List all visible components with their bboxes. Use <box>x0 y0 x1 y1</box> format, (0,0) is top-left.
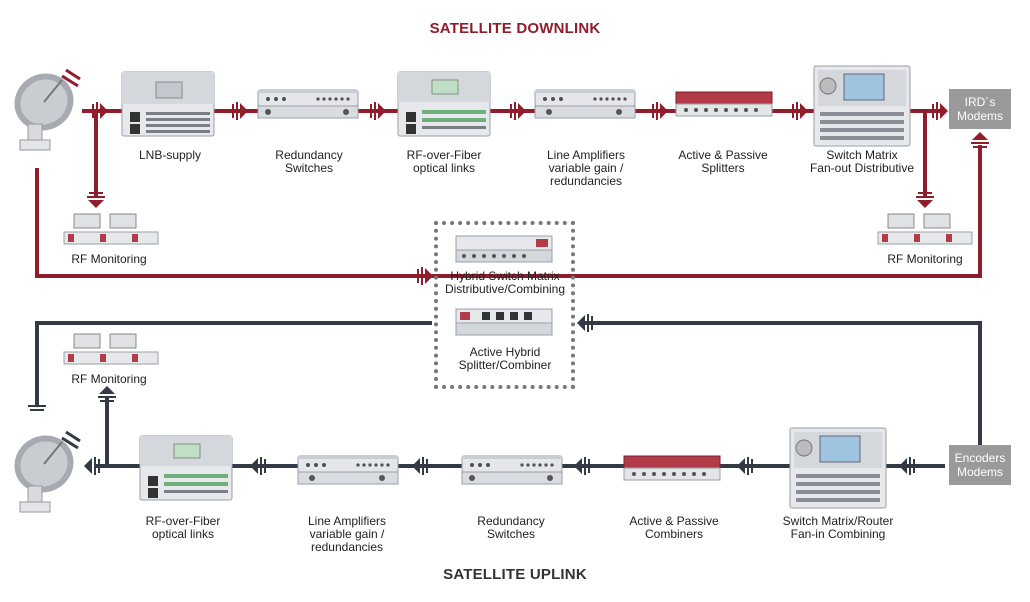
splitter-unit-icon <box>675 91 773 117</box>
rf-monitoring-label-left-bottom: RF Monitoring <box>71 372 147 386</box>
active-hybrid-splitter-icon <box>455 308 553 336</box>
line-amplifier-unit-icon <box>534 89 636 119</box>
satellite-dish-icon <box>14 68 81 151</box>
uplink-label-switch-matrix-router: Switch Matrix/Router Fan-in Combining <box>782 514 894 541</box>
downlink-label-redundancy-switches: Redundancy Switches <box>275 148 343 175</box>
hybrid-switch-matrix-label: Hybrid Switch Matrix Distributive/Combin… <box>444 269 566 296</box>
uplink-arrow-markers <box>28 314 915 475</box>
uplink-label-combiners: Active & Passive Combiners <box>629 514 719 541</box>
downlink-label-splitters: Active & Passive Splitters <box>678 148 768 175</box>
line-amplifier-unit-icon <box>297 455 399 485</box>
rf-monitoring-units-icon <box>63 213 159 245</box>
rf-monitoring-label-left-top: RF Monitoring <box>71 252 147 266</box>
redundancy-switch-unit-icon <box>257 89 359 119</box>
rf-monitoring-units-icon <box>877 213 973 245</box>
uplink-label-rf-over-fiber: RF-over-Fiber optical links <box>145 514 221 541</box>
rf-monitoring-label-right-top: RF Monitoring <box>887 252 963 266</box>
downlink-title: SATELLITE DOWNLINK <box>429 20 601 37</box>
encoders-modems-box: Encoders Modems <box>949 445 1011 485</box>
rf-over-fiber-rack-icon <box>139 435 233 501</box>
hybrid-components-dotted-box <box>434 221 575 389</box>
uplink-title: SATELLITE UPLINK <box>443 566 587 583</box>
uplink-label-line-amplifiers: Line Amplifiers variable gain / redundan… <box>307 514 387 554</box>
rf-over-fiber-rack-icon <box>397 71 491 137</box>
satellite-dish-icon <box>14 430 81 513</box>
downlink-label-lnb-supply: LNB-supply <box>138 148 202 162</box>
downlink-arrow-markers <box>87 102 989 285</box>
hybrid-switch-matrix-icon <box>455 235 553 263</box>
downlink-label-rf-over-fiber: RF-over-Fiber optical links <box>406 148 482 175</box>
combiner-unit-icon <box>623 455 721 481</box>
rf-monitoring-units-icon <box>63 333 159 365</box>
redundancy-switch-unit-icon <box>461 455 563 485</box>
switch-matrix-rack-icon <box>789 427 887 509</box>
downlink-label-line-amplifiers: Line Amplifiers variable gain / redundan… <box>546 148 626 188</box>
uplink-label-redundancy-switches: Redundancy Switches <box>477 514 545 541</box>
switch-matrix-rack-icon <box>813 65 911 147</box>
downlink-label-switch-matrix: Switch Matrix Fan-out Distributive <box>809 148 915 175</box>
lnb-supply-rack-icon <box>121 71 215 137</box>
ird-modems-box: IRD´s Modems <box>949 89 1011 129</box>
active-hybrid-splitter-label: Active Hybrid Splitter/Combiner <box>458 345 552 372</box>
